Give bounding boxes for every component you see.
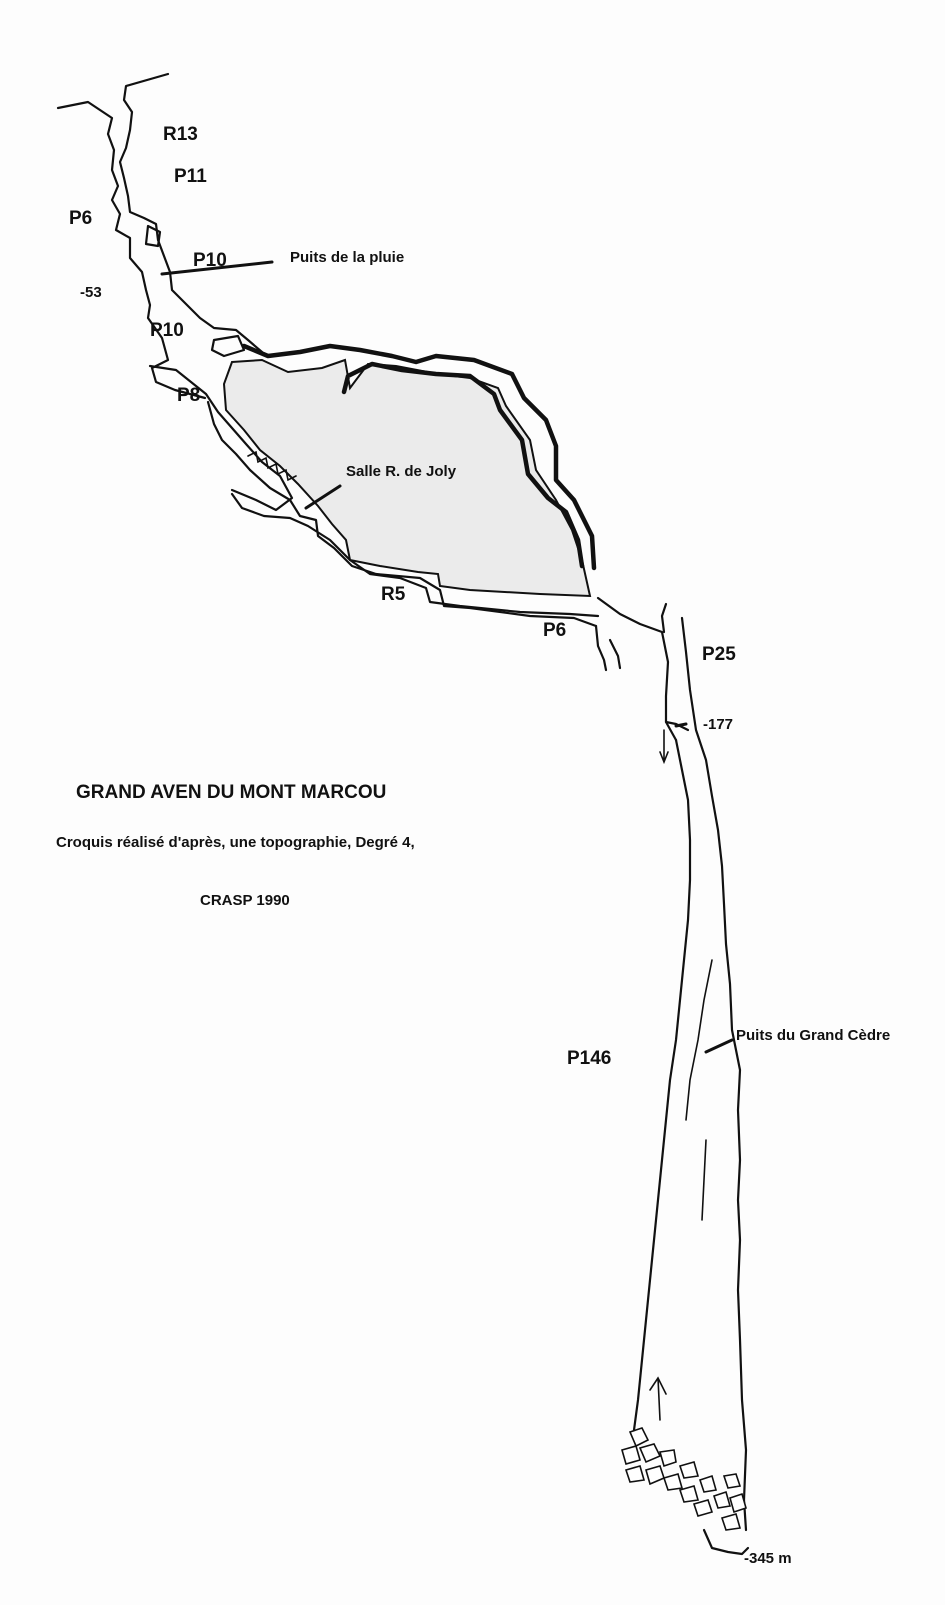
label-depth-177: -177 bbox=[703, 716, 733, 733]
junction-wall-right bbox=[596, 596, 678, 742]
upper-gallery-wall-outer bbox=[241, 343, 597, 571]
label-r5: R5 bbox=[381, 584, 406, 605]
annotation-salle-joly: Salle R. de Joly bbox=[346, 463, 457, 480]
depth-177-marker bbox=[674, 722, 688, 728]
puits-cedre-leader bbox=[704, 1038, 734, 1054]
label-p146: P146 bbox=[567, 1048, 611, 1069]
diagram-credit: CRASP 1990 bbox=[200, 892, 290, 909]
label-depth-345: -345 m bbox=[744, 1550, 792, 1567]
label-p8: P8 bbox=[177, 385, 200, 406]
diagram-subtitle: Croquis réalisé d'après, une topographie… bbox=[56, 834, 415, 851]
p25-wall-left bbox=[660, 602, 668, 634]
diagram-title: GRAND AVEN DU MONT MARCOU bbox=[76, 782, 386, 803]
rock-outline-1 bbox=[144, 224, 162, 248]
label-p10-lower: P10 bbox=[150, 320, 184, 341]
salle-joly-leader bbox=[304, 484, 342, 510]
bottom-floor bbox=[702, 1528, 750, 1556]
ledge-177 bbox=[664, 720, 690, 732]
label-depth-53: -53 bbox=[80, 284, 102, 301]
stepped-rock-detail bbox=[247, 450, 297, 482]
p25-wall-right bbox=[680, 616, 748, 1532]
boulder-choke bbox=[621, 1427, 747, 1531]
label-p6-top: P6 bbox=[69, 208, 92, 229]
shaft-interior-branch bbox=[649, 1376, 667, 1421]
junction-wall-left bbox=[594, 624, 608, 672]
label-p11: P11 bbox=[174, 166, 207, 187]
label-p25: P25 bbox=[702, 644, 736, 665]
junction-wall-mid bbox=[608, 638, 622, 670]
shaft-interior-line-2 bbox=[701, 1139, 707, 1221]
label-p10-upper: P10 bbox=[193, 250, 227, 271]
annotation-puits-cedre: Puits du Grand Cèdre bbox=[736, 1027, 890, 1044]
annotation-puits-pluie: Puits de la pluie bbox=[290, 249, 404, 266]
upper-gallery-wall-inner bbox=[341, 361, 585, 569]
p146-wall-left bbox=[632, 738, 692, 1432]
label-r13: R13 bbox=[163, 124, 198, 145]
entrance-wall-right bbox=[118, 72, 264, 354]
puits-pluie-leader bbox=[160, 260, 274, 276]
shaft-interior-line-1 bbox=[685, 959, 713, 1121]
entrance-wall-left bbox=[56, 100, 207, 400]
ledge-arrow bbox=[659, 729, 669, 765]
lower-passage-floor bbox=[230, 492, 600, 618]
label-p6-mid: P6 bbox=[543, 620, 566, 641]
rock-outline-2 bbox=[210, 334, 246, 358]
